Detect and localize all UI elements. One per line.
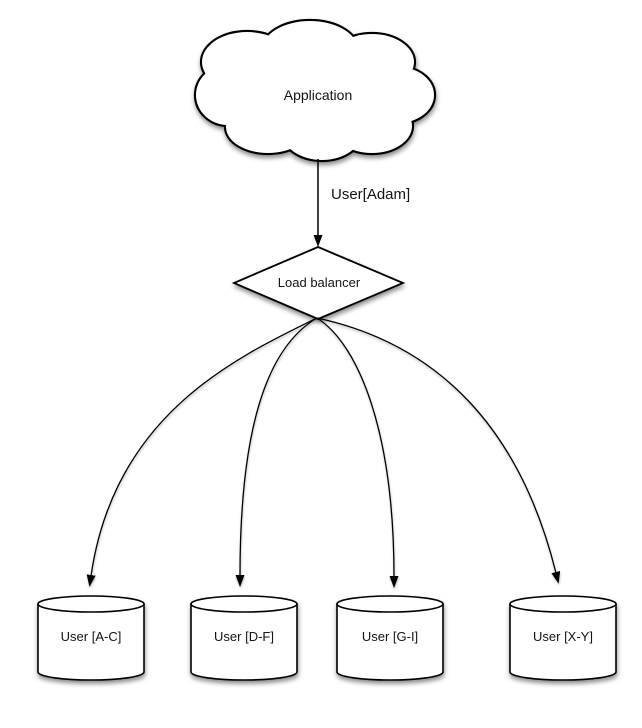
shard-label-x-y: User [X-Y]: [533, 629, 593, 644]
edge-user-adam-label: User[Adam]: [331, 186, 411, 203]
edge-to-shard-3: [316, 317, 399, 588]
shard-cylinder-2: [190, 595, 298, 681]
application-label: Application: [283, 87, 353, 103]
edge-to-shard-2: [235, 317, 318, 587]
edge-to-shard-1: [86, 317, 318, 587]
load-balancer-label: Load balancer: [277, 275, 361, 290]
shard-cylinder-4: [509, 595, 617, 681]
shard-cylinder-3: [336, 595, 444, 681]
shard-cylinder-1: [37, 595, 145, 681]
shard-label-g-i: User [G-I]: [361, 629, 419, 644]
shard-label-d-f: User [D-F]: [214, 629, 274, 644]
lb-to-shard-edges: [86, 317, 561, 588]
edge-to-shard-4: [316, 317, 561, 584]
application-cloud-shape: [193, 18, 437, 163]
shard-label-a-c: User [A-C]: [60, 629, 122, 644]
